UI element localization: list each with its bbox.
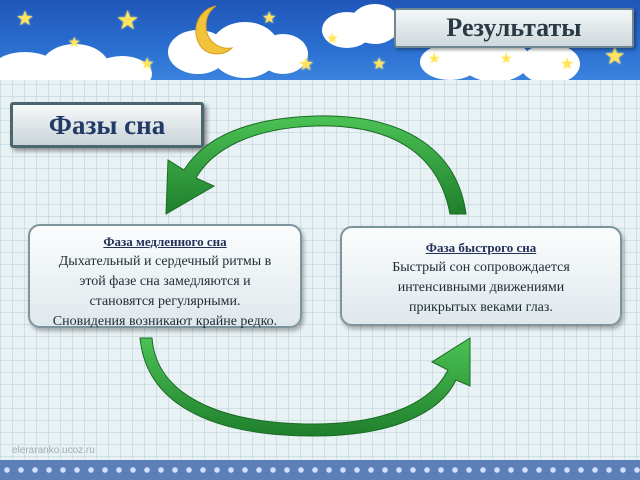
cloud <box>350 4 400 44</box>
curved-arrow-icon <box>165 115 467 215</box>
results-button[interactable]: Результаты <box>394 8 634 48</box>
star-icon: ★ <box>326 31 339 47</box>
star-icon: ★ <box>604 42 626 70</box>
slow-sleep-title: Фаза медленного сна <box>103 234 227 249</box>
cloud <box>520 44 580 80</box>
slow-sleep-line: становятся регулярными. <box>89 294 241 309</box>
star-icon: ★ <box>140 54 155 73</box>
slow-sleep-line: Дыхательный и сердечный ритмы в <box>58 254 272 269</box>
rem-sleep-card: Фаза быстрого сна Быстрый сон сопровожда… <box>340 226 622 326</box>
star-icon: ★ <box>116 6 140 36</box>
section-title-text: Фазы сна <box>48 109 166 140</box>
rem-sleep-line: прикрытых веками глаз. <box>409 300 553 315</box>
star-icon: ★ <box>16 6 34 30</box>
slow-sleep-card: Фаза медленного сна Дыхательный и сердеч… <box>28 224 302 329</box>
cloud <box>92 56 152 80</box>
watermark: eleraranko.ucoz.ru <box>12 445 95 456</box>
results-label: Результаты <box>446 13 582 42</box>
moon-icon <box>195 5 234 55</box>
cloud <box>258 34 308 74</box>
rem-sleep-title: Фаза быстрого сна <box>425 240 537 255</box>
star-icon: ★ <box>262 8 277 27</box>
star-icon: ★ <box>68 35 81 51</box>
rem-sleep-line: Быстрый сон сопровождается <box>392 260 570 275</box>
star-icon: ★ <box>298 54 315 75</box>
curved-arrow-icon <box>139 337 471 437</box>
star-icon: ★ <box>560 54 575 73</box>
star-icon: ★ <box>372 54 387 73</box>
slow-sleep-line: этой фазе сна замедляются и <box>79 274 251 289</box>
section-title: Фазы сна <box>10 102 204 148</box>
decorative-footer-strip <box>0 460 640 480</box>
star-icon: ★ <box>428 51 441 67</box>
star-icon: ★ <box>500 51 513 67</box>
rem-sleep-line: интенсивными движениями <box>397 280 565 295</box>
slow-sleep-line: Сновидения возникают крайне редко. <box>52 314 278 329</box>
